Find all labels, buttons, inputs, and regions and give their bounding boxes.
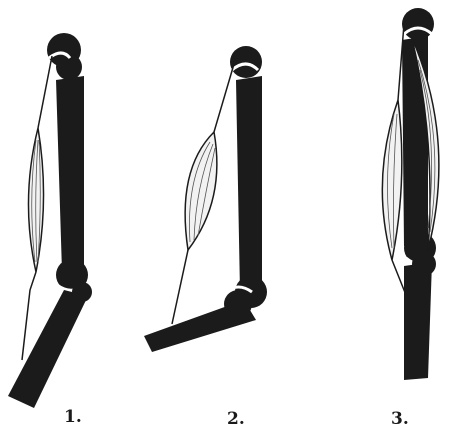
forearm-bone [404, 252, 436, 380]
tendon-upper [38, 56, 52, 128]
forearm-bone [144, 287, 256, 352]
panel-2 [144, 46, 267, 352]
tendon-lower [172, 250, 188, 324]
muscle-left [382, 100, 402, 260]
figure-label-1: 1. [64, 409, 82, 426]
tendon-lower [22, 272, 36, 360]
upper-bone [230, 46, 267, 308]
upper-bone [47, 33, 88, 291]
figure-label-2: 2. [227, 411, 245, 428]
panel-1 [8, 33, 92, 408]
muscle [28, 128, 43, 272]
panel-3 [382, 8, 439, 380]
forearm-bone [8, 282, 92, 408]
figure-label-3: 3. [391, 411, 409, 428]
tendon-upper [214, 64, 234, 132]
muscle [185, 132, 217, 250]
